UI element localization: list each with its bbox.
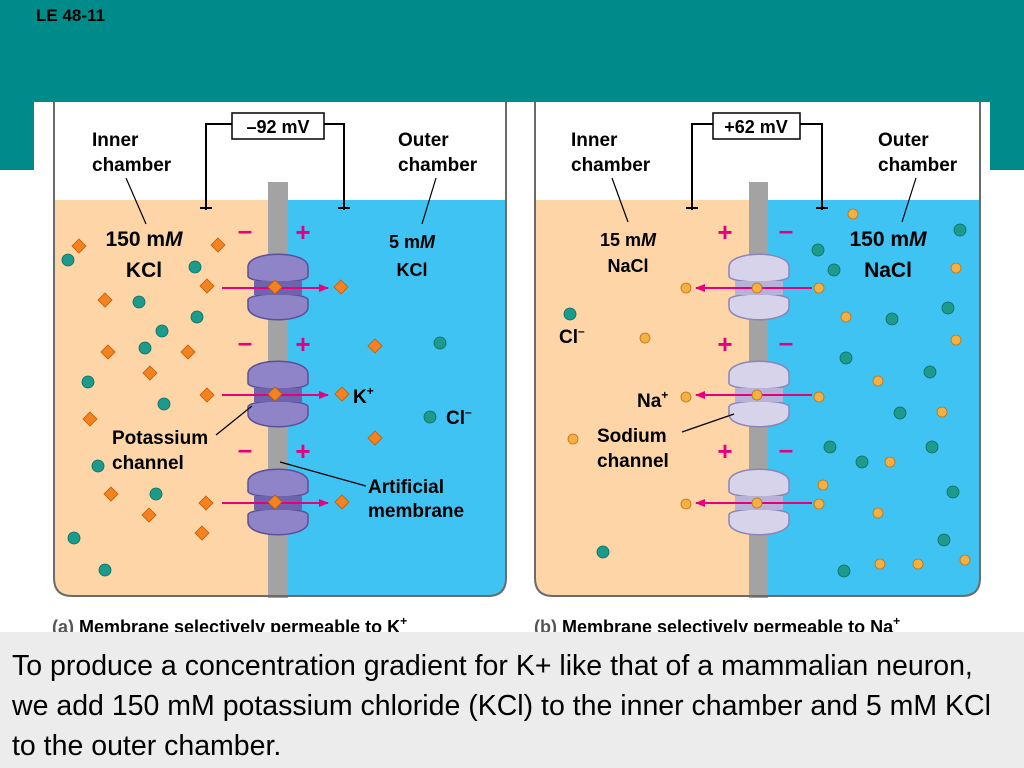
chloride-ion-label-b: Cl–: [559, 324, 585, 348]
outer-chamber-fluid-b: [768, 200, 980, 596]
inner-chamber-label-b-2: chamber: [571, 155, 651, 176]
potassium-channel-label-2: channel: [112, 453, 184, 474]
outer-salt-a: KCl: [397, 260, 428, 280]
svg-text:–: –: [238, 215, 252, 245]
svg-text:+: +: [295, 329, 310, 359]
svg-text:–: –: [779, 434, 793, 464]
slide-label: LE 48-11: [36, 6, 105, 25]
membrane-potential-figure: –92 mV Inner chamber Outer chamber 150 m…: [34, 102, 990, 638]
charge-signs-a: – + – + – +: [238, 215, 311, 466]
inner-chamber-label-b-1: Inner: [571, 130, 618, 151]
potassium-channel-label-1: Potassium: [112, 428, 208, 449]
chloride-ions-b: [563, 223, 967, 578]
sodium-channel: [728, 253, 790, 321]
potassium-ion-label: K+: [353, 384, 374, 408]
inner-chamber-fluid-b: [535, 200, 749, 596]
sodium-channel-label-2: channel: [597, 451, 669, 472]
inner-chamber-label-a-2: chamber: [92, 155, 172, 176]
potassium-ions-a: [71, 237, 383, 541]
sodium-ion-label: Na+: [637, 388, 668, 412]
figure-svg: –92 mV Inner chamber Outer chamber 150 m…: [52, 102, 981, 637]
inner-salt-b: NaCl: [607, 256, 648, 276]
potassium-channel: [247, 468, 309, 536]
sodium-channel: [728, 360, 790, 428]
charge-signs-b: + – + – + –: [717, 215, 793, 466]
outer-chamber-label-b-2: chamber: [878, 155, 958, 176]
voltage-readout-a: –92 mV: [246, 117, 309, 137]
outer-chamber-label-b-1: Outer: [878, 130, 929, 151]
chloride-ions-a: [61, 253, 447, 577]
container-b: [534, 102, 981, 597]
svg-text:+: +: [717, 217, 732, 247]
voltmeter-b: +62 mV: [686, 112, 828, 210]
outer-chamber-label-a-1: Outer: [398, 130, 449, 151]
outer-chamber-label-a-2: chamber: [398, 155, 478, 176]
inner-concentration-b: 15 mM: [600, 230, 657, 250]
voltage-readout-b: +62 mV: [724, 117, 788, 137]
svg-text:–: –: [779, 327, 793, 357]
voltmeter-a: –92 mV: [200, 112, 350, 210]
svg-text:–: –: [779, 215, 793, 245]
svg-text:+: +: [717, 329, 732, 359]
svg-text:+: +: [295, 436, 310, 466]
outer-concentration-a: 5 mM: [389, 232, 436, 252]
potassium-channel: [247, 360, 309, 428]
artificial-membrane-label-1: Artificial: [368, 477, 444, 498]
outer-salt-b: NaCl: [864, 259, 912, 282]
svg-text:+: +: [717, 436, 732, 466]
sodium-channel-label-1: Sodium: [597, 426, 667, 447]
chloride-ion-label-a: Cl–: [446, 405, 472, 429]
container-a: [53, 102, 507, 597]
svg-text:+: +: [295, 217, 310, 247]
panel-b: +62 mV Inner chamber Outer chamber 15 mM…: [534, 102, 981, 637]
artificial-membrane-label-2: membrane: [368, 501, 464, 522]
inner-chamber-fluid-a: [54, 200, 268, 596]
inner-salt-a: KCl: [126, 259, 162, 282]
svg-text:–: –: [238, 434, 252, 464]
inner-chamber-label-a-1: Inner: [92, 130, 139, 151]
outer-concentration-b: 150 mM: [849, 228, 927, 251]
panel-a: –92 mV Inner chamber Outer chamber 150 m…: [52, 102, 507, 637]
sodium-ions-b: [567, 208, 971, 570]
svg-text:–: –: [238, 327, 252, 357]
inner-concentration-a: 150 mM: [105, 228, 183, 251]
slide-caption: To produce a concentration gradient for …: [0, 632, 1024, 768]
